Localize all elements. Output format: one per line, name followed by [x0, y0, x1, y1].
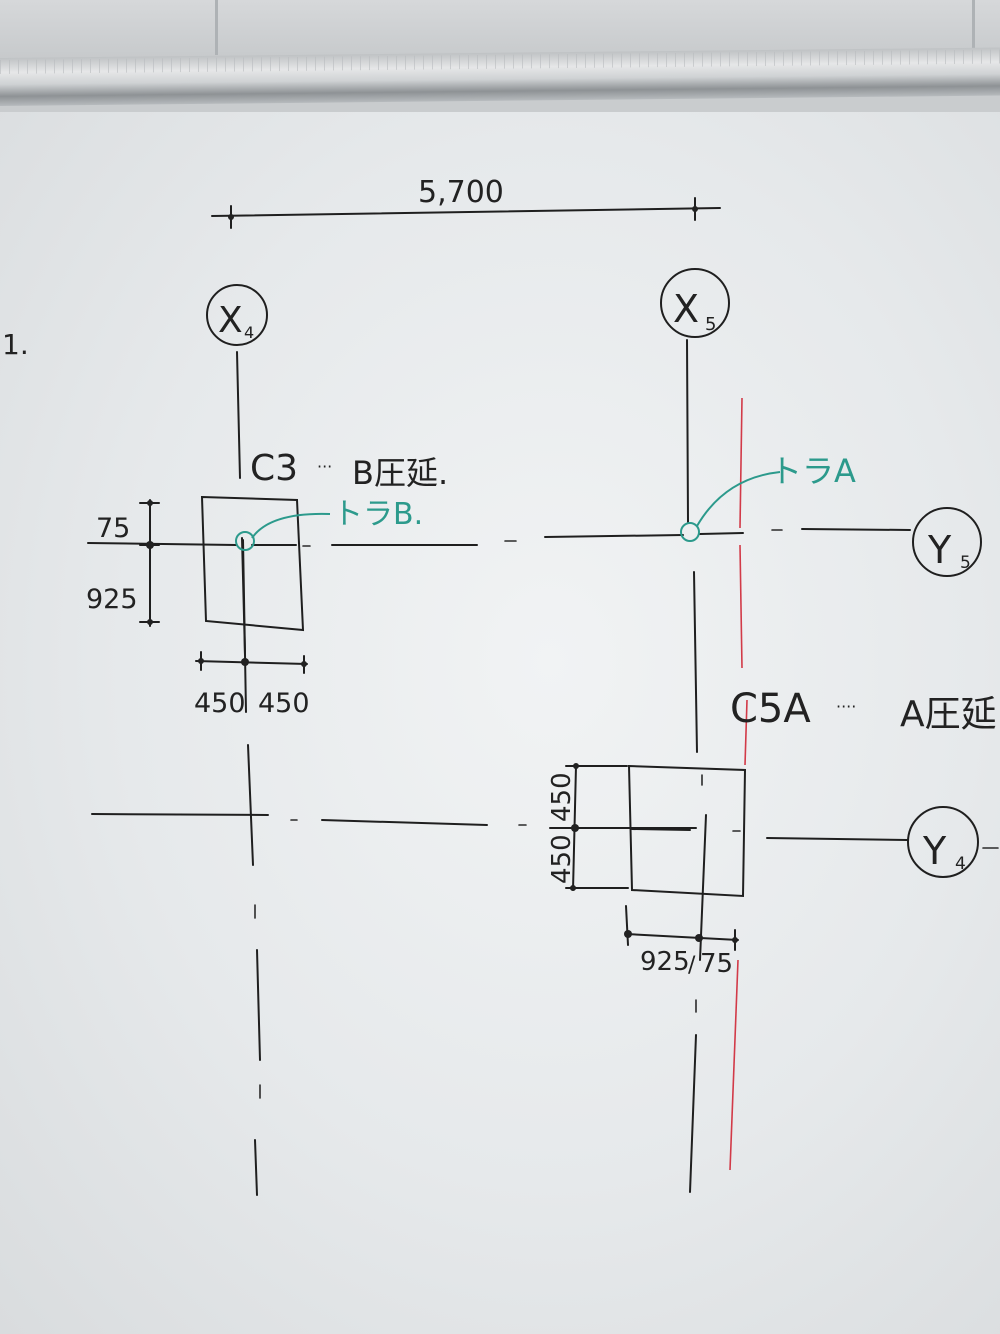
top-dimension: 5,700	[211, 175, 721, 229]
c5a-label: C5A	[730, 686, 811, 732]
c5a-vertical-dimension	[565, 763, 629, 891]
c5a-dim-lower: 450	[547, 834, 577, 884]
edge-mark: 1.	[2, 328, 29, 361]
truss-b-marker	[235, 531, 255, 551]
c3-dim-left: 450	[194, 688, 246, 719]
y5-sub: 5	[960, 553, 971, 573]
truss-a-label: トラA	[770, 452, 856, 490]
c3-dim-right: 450	[258, 688, 310, 719]
y5-letter: Y	[927, 528, 952, 572]
grid-line-y4	[91, 813, 999, 849]
truss-b-leader	[251, 512, 331, 539]
c5a-dim-right: 75	[700, 949, 733, 979]
x4-letter: X	[218, 300, 243, 341]
c3-dim-bottom: 925	[86, 584, 138, 615]
truss-a-leader	[696, 471, 781, 527]
grid-bubble-x5: X 5	[660, 268, 730, 338]
wall-seam	[972, 0, 975, 55]
c5a-dim-upper: 450	[547, 772, 577, 822]
column-c3	[200, 495, 305, 656]
c5a-dim-divider: /	[688, 953, 696, 978]
y4-letter: Y	[922, 829, 947, 873]
grid-bubble-x4: X 4	[206, 284, 268, 346]
dimension-5700-label: 5,700	[418, 175, 504, 210]
x4-sub: 4	[244, 323, 254, 342]
red-reference-line	[729, 397, 748, 1171]
column-c5a	[627, 764, 747, 898]
x5-sub: 5	[705, 314, 716, 335]
c3-label: C3	[250, 448, 298, 489]
grid-bubble-y5: Y 5	[912, 507, 982, 577]
grid-bubble-y4: Y 4	[907, 806, 979, 878]
whiteboard-surface	[0, 112, 1000, 1334]
grid-line-y5	[87, 528, 911, 547]
c5a-dots: ····	[836, 697, 856, 716]
c5a-horizontal-dimension	[624, 905, 739, 951]
c5a-dim-left: 925	[640, 947, 690, 977]
y4-sub: 4	[955, 854, 966, 874]
c3-type: B圧延.	[352, 454, 448, 492]
truss-b-label: トラB.	[333, 497, 423, 532]
wall-seam	[215, 0, 218, 55]
c3-dim-top: 75	[96, 513, 130, 544]
c3-dots: ···	[317, 457, 332, 476]
c5a-type: A圧延.	[900, 694, 1000, 735]
truss-a-marker	[680, 522, 700, 542]
c3-vertical-dimension	[139, 499, 160, 627]
x5-letter: X	[673, 287, 699, 331]
c3-horizontal-dimension	[195, 651, 308, 674]
grid-line-x5	[686, 339, 707, 1193]
